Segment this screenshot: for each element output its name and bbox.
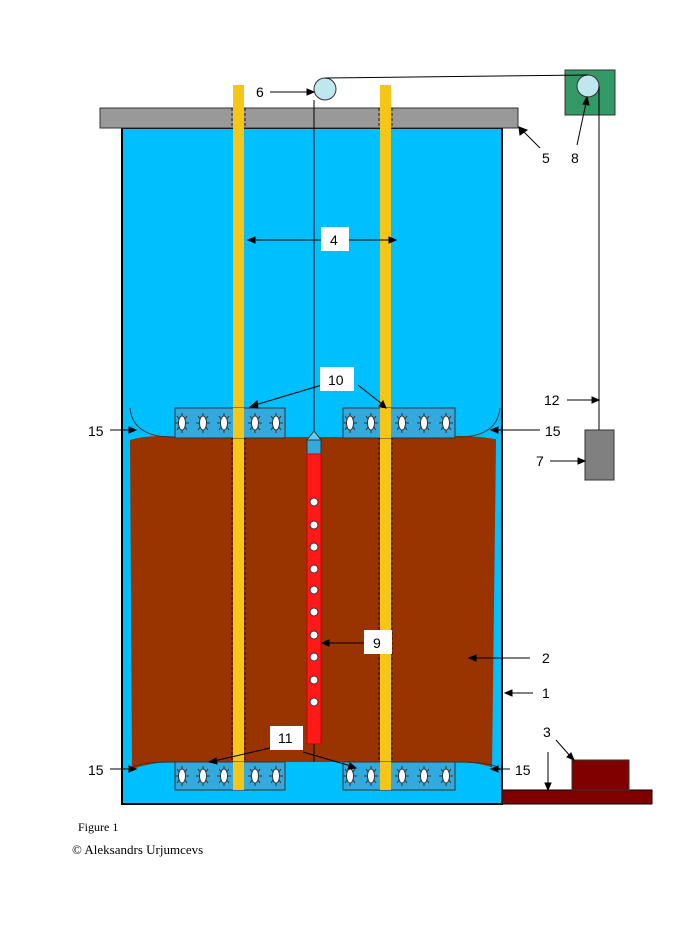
label-12: 12	[544, 392, 560, 408]
label-box-9	[364, 630, 392, 654]
central-tube	[305, 100, 323, 762]
label-15-upper-right: 15	[545, 423, 561, 439]
winch-drum	[576, 74, 600, 98]
label-4: 4	[330, 232, 338, 248]
label-15-lower-right: 15	[515, 762, 531, 778]
label-box-11	[270, 726, 303, 750]
label-6: 6	[256, 84, 264, 100]
lower-nozzle-left	[174, 761, 286, 791]
label-10: 10	[328, 372, 344, 388]
copyright-notice: © Aleksandrs Urjumcevs	[72, 842, 204, 857]
figure-caption: Figure 1	[78, 820, 119, 834]
label-8: 8	[571, 150, 579, 166]
label-15-upper-left: 15	[88, 423, 104, 439]
counterweight	[584, 429, 615, 481]
label-11: 11	[278, 730, 293, 746]
label-9: 9	[373, 635, 381, 651]
cable	[324, 74, 600, 430]
leader-arrows	[110, 88, 601, 792]
label-3: 3	[543, 724, 551, 740]
device-block	[571, 759, 630, 791]
label-1: 1	[542, 685, 550, 701]
upper-bulge-line	[129, 407, 501, 438]
pulley	[313, 77, 337, 101]
label-box-10	[320, 367, 354, 391]
upper-nozzle-right	[342, 407, 456, 439]
tank-lid	[99, 107, 519, 129]
label-7: 7	[536, 453, 544, 469]
label-15-lower-left: 15	[88, 762, 104, 778]
lower-nozzle-right	[342, 761, 456, 791]
label-2: 2	[542, 650, 550, 666]
label-box-4	[321, 227, 349, 251]
label-5: 5	[542, 150, 550, 166]
upper-nozzle-left	[174, 407, 286, 439]
